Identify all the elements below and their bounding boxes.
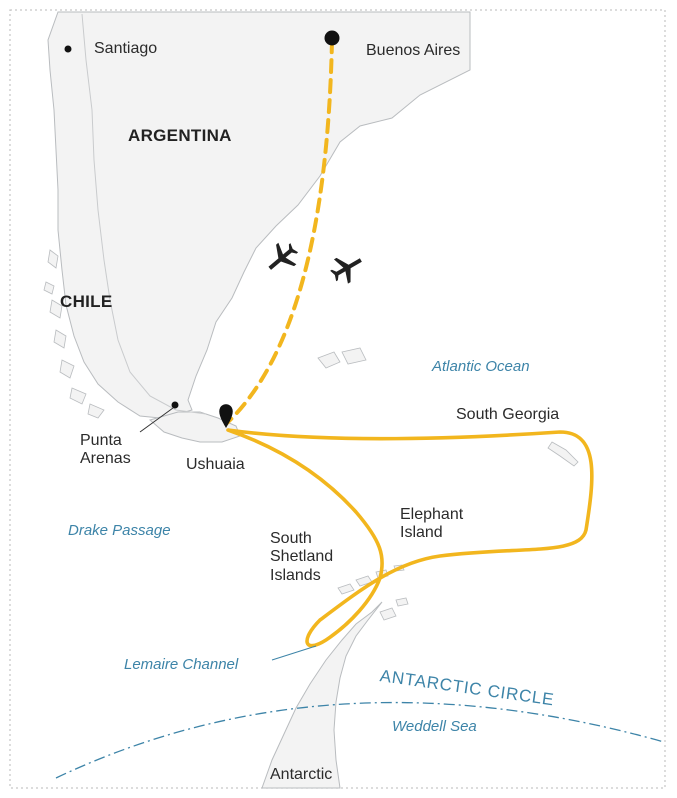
south-america-landmass: [47, 11, 471, 419]
falkland-islands: [317, 347, 367, 369]
santiago-marker: [64, 45, 72, 53]
lemaire-leader: [271, 645, 317, 661]
buenos-aires-marker: [324, 30, 340, 46]
flight-route: [224, 38, 334, 426]
cruise-route: [226, 428, 594, 648]
label-drake-passage: Drake Passage: [68, 522, 171, 539]
location-pin-icon: [219, 404, 233, 428]
label-punta-arenas: Punta Arenas: [80, 432, 131, 468]
airplane-icon: [268, 242, 299, 270]
label-atlantic-ocean: Atlantic Ocean: [432, 358, 530, 375]
airplane-icon: [330, 257, 362, 284]
country-border: [81, 13, 207, 415]
label-south-shetland-islands: South Shetland Islands: [270, 530, 334, 584]
label-buenos-aires: Buenos Aires: [366, 42, 461, 59]
label-ushuaia: Ushuaia: [186, 456, 245, 473]
south-georgia-island: [547, 441, 579, 467]
antarctic-peninsula: [261, 601, 383, 789]
antarctic-circle-line: [55, 701, 665, 779]
label-chile: CHILE: [60, 292, 113, 311]
label-weddell-sea: Weddell Sea: [392, 718, 477, 735]
label-elephant-island: Elephant Island: [400, 506, 464, 542]
punta-arenas-marker: [171, 401, 179, 409]
label-lemaire-channel: Lemaire Channel: [124, 656, 239, 673]
label-santiago: Santiago: [94, 40, 158, 57]
label-south-georgia: South Georgia: [456, 406, 560, 423]
label-antarctic: Antarctic: [270, 766, 333, 783]
chilean-archipelago: [43, 249, 105, 419]
label-argentina: ARGENTINA: [128, 126, 232, 145]
punta-arenas-leader: [139, 407, 174, 433]
